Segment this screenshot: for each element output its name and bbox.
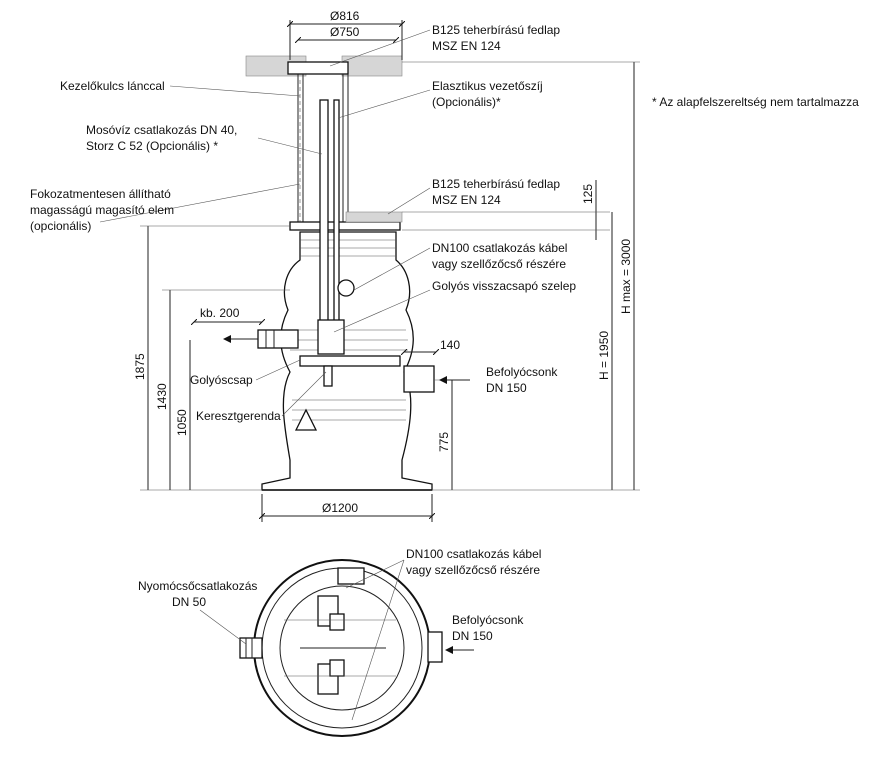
riser-tube xyxy=(289,74,401,231)
dim-1200: Ø1200 xyxy=(322,501,358,515)
dim-1430: 1430 xyxy=(155,383,169,410)
plan-labels: DN100 csatlakozás kábel vagy szellőzőcső… xyxy=(138,547,541,643)
label-riser-2: magasságú magasító elem xyxy=(30,203,174,217)
label-elastic-1: Elasztikus vezetőszíj xyxy=(432,79,543,93)
label-riser-1: Fokozatmentesen állítható xyxy=(30,187,171,201)
dimension-lines: Ø816 Ø750 Ø1200 kb. 200 140 1875 1430 10… xyxy=(133,9,640,522)
internal-pipework xyxy=(294,99,401,431)
label-pressure-2: DN 50 xyxy=(172,595,206,609)
dim-775: 775 xyxy=(437,432,451,452)
label-wash-2: Storz C 52 (Opcionális) * xyxy=(86,139,218,153)
dim-hmax: H max = 3000 xyxy=(619,239,633,314)
dim-816: Ø816 xyxy=(330,9,360,23)
low-cover xyxy=(345,211,403,223)
label-inlet-2: DN 150 xyxy=(486,381,527,395)
plan-valve-lower xyxy=(284,659,396,695)
callout-labels: B125 teherbírású fedlap MSZ EN 124 Elasz… xyxy=(30,23,859,423)
dim-kb200: kb. 200 xyxy=(200,306,240,320)
dim-750: Ø750 xyxy=(330,25,360,39)
label-plan-dn100-1: DN100 csatlakozás kábel xyxy=(406,547,541,561)
dim-h1950: H = 1950 xyxy=(597,331,611,380)
label-riser-3: (opcionális) xyxy=(30,219,91,233)
label-elastic-2: (Opcionális)* xyxy=(432,95,501,109)
label-cover-low-1: B125 teherbírású fedlap xyxy=(432,177,560,191)
outlet-left xyxy=(257,329,299,349)
plan-view xyxy=(199,559,474,737)
plan-inlet xyxy=(427,631,443,663)
label-inlet-1: Befolyócsonk xyxy=(486,365,558,379)
label-note: * Az alapfelszereltség nem tartalmazza xyxy=(652,95,859,109)
label-cover-top-1: B125 teherbírású fedlap xyxy=(432,23,560,37)
label-wash-1: Mosóvíz csatlakozás DN 40, xyxy=(86,123,237,137)
label-plan-inlet-2: DN 150 xyxy=(452,629,493,643)
label-cover-low-2: MSZ EN 124 xyxy=(432,193,501,207)
label-cover-top-2: MSZ EN 124 xyxy=(432,39,501,53)
label-crossbeam: Keresztgerenda xyxy=(196,409,281,423)
dim-1875: 1875 xyxy=(133,353,147,380)
inlet-right xyxy=(403,365,435,393)
label-dn100-1: DN100 csatlakozás kábel xyxy=(432,241,567,255)
tank-ribs xyxy=(290,239,408,421)
label-ball-valve: Golyós visszacsapó szelep xyxy=(432,279,576,293)
label-dn100-2: vagy szellőzőcső részére xyxy=(432,257,566,271)
plan-pressure-outlet xyxy=(239,637,263,659)
label-chain-key: Kezelőkulcs lánccal xyxy=(60,79,165,93)
top-cover xyxy=(287,61,349,75)
ground-top-right xyxy=(341,55,403,77)
dim-1050: 1050 xyxy=(175,409,189,436)
leader-lines xyxy=(99,29,431,417)
elevation-view xyxy=(245,55,435,491)
label-plan-dn100-2: vagy szellőzőcső részére xyxy=(406,563,540,577)
label-pressure-1: Nyomócsőcsatlakozás xyxy=(138,579,257,593)
label-ball-cap: Golyóscsap xyxy=(190,373,253,387)
dim-125: 125 xyxy=(581,184,595,204)
plan-valve-upper xyxy=(284,595,396,631)
dim-140: 140 xyxy=(440,338,460,352)
label-plan-inlet-1: Befolyócsonk xyxy=(452,613,524,627)
